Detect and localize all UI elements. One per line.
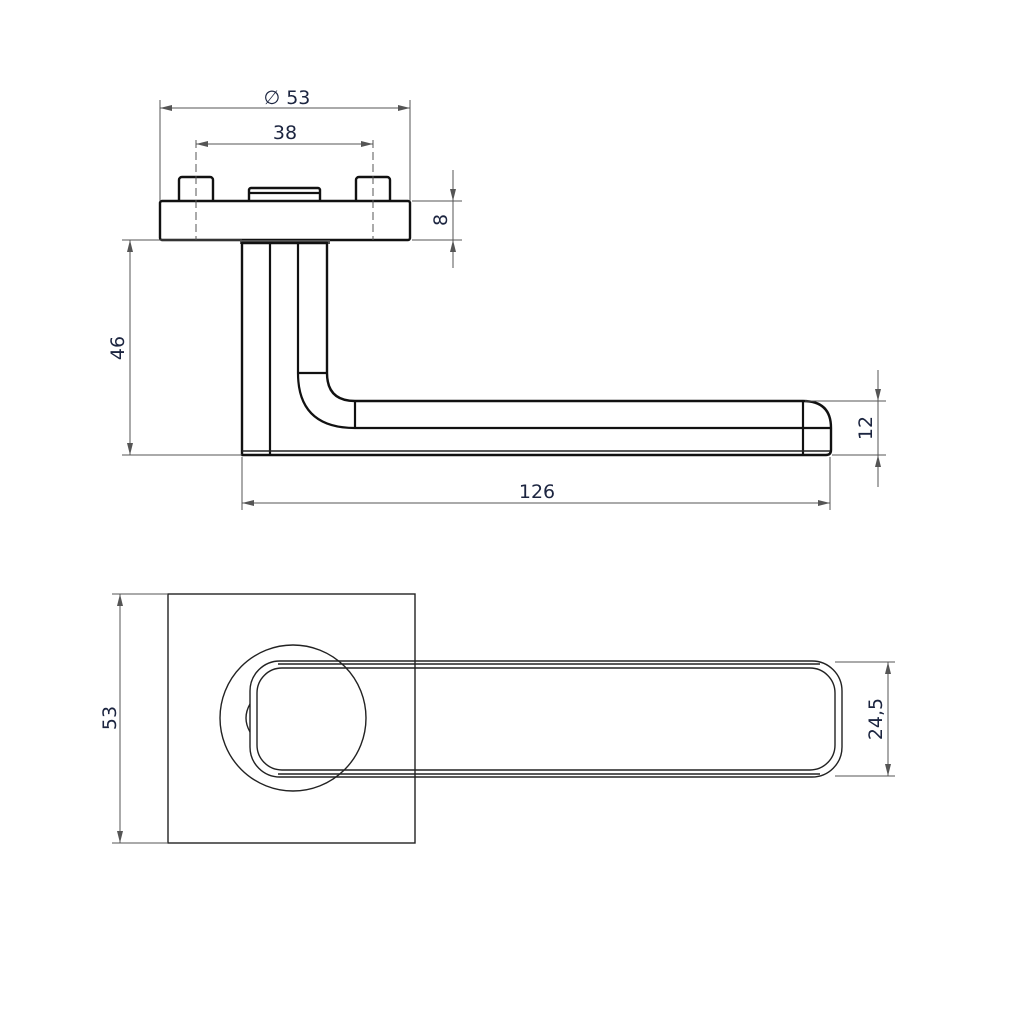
lever-inner (256, 667, 836, 771)
top-view (167, 593, 843, 844)
plate-size-label: 53 (99, 706, 121, 730)
dimension-lever-length: 126 (241, 457, 831, 510)
projection-label: 46 (107, 336, 129, 360)
rose-bump (245, 703, 251, 733)
lever-length-label: 126 (519, 481, 555, 503)
rose-circle (219, 644, 367, 792)
pin-spacing-label: 38 (273, 122, 297, 144)
dimension-lever-thickness: 12 (805, 370, 886, 487)
lever-body (240, 241, 833, 457)
lever-outer (249, 660, 843, 778)
dimension-pin-spacing: 38 (196, 122, 373, 147)
rose-thickness-label: 8 (430, 214, 452, 226)
lever-width-label: 24,5 (865, 698, 887, 740)
dimension-projection: 46 (107, 239, 242, 456)
lever-thickness-label: 12 (855, 416, 877, 440)
dimension-lever-width: 24,5 (835, 661, 895, 777)
dimension-plate-size: 53 (99, 593, 168, 844)
square-plate (167, 593, 416, 844)
dimension-rose-diameter: ∅ 53 (159, 87, 411, 201)
dimension-rose-thickness: 8 (412, 170, 462, 268)
rose-diameter-label: ∅ 53 (264, 87, 311, 109)
side-view (158, 140, 833, 457)
